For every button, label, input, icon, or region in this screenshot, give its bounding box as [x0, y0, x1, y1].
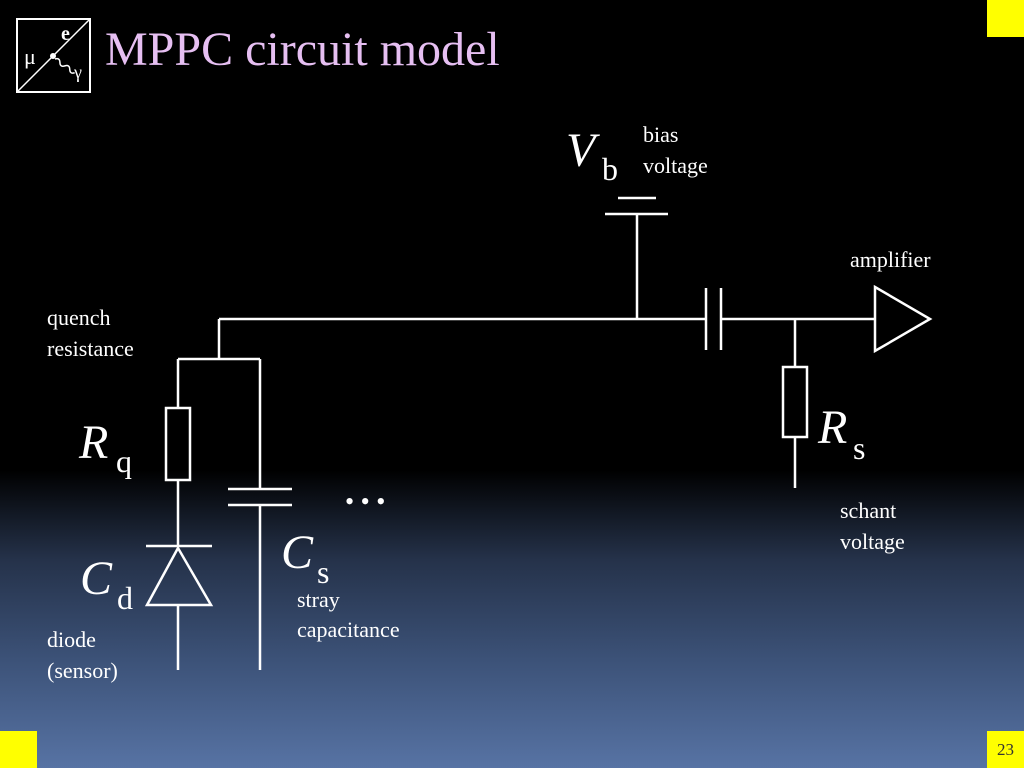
corner-marker-top-right	[987, 0, 1024, 37]
rs-subscript: s	[853, 430, 865, 466]
bias-label-2: voltage	[643, 153, 708, 178]
bias-label-1: bias	[643, 122, 678, 147]
ellipsis: • • •	[345, 487, 385, 516]
logo-mu: μ	[24, 44, 36, 69]
stray-label-1: stray	[297, 587, 340, 612]
cd-symbol: C	[80, 552, 113, 605]
amplifier-label: amplifier	[850, 247, 931, 272]
schant-label-2: voltage	[840, 529, 905, 554]
logo: μ e γ	[16, 18, 91, 93]
cs-symbol: C	[281, 526, 314, 579]
amplifier-symbol	[873, 284, 933, 354]
cd-subscript: d	[117, 580, 133, 616]
slide-number-box	[987, 731, 1024, 768]
diode-label-1: diode	[47, 627, 96, 652]
slide-number: 23	[997, 740, 1014, 759]
rq-symbol: R	[78, 416, 108, 469]
shunt-resistor	[781, 365, 809, 439]
corner-marker-bottom-left	[0, 731, 37, 768]
quench-label-2: resistance	[47, 336, 134, 361]
rs-symbol: R	[817, 401, 847, 454]
schant-label-1: schant	[840, 498, 896, 523]
slide-title: MPPC circuit model	[105, 23, 500, 76]
stray-label-2: capacitance	[297, 617, 400, 642]
vb-symbol: V	[566, 124, 600, 177]
quench-label-1: quench	[47, 305, 111, 330]
logo-e: e	[61, 23, 70, 45]
diode-label-2: (sensor)	[47, 658, 118, 683]
rq-subscript: q	[116, 443, 132, 479]
diode-triangle	[144, 545, 214, 607]
logo-gamma: γ	[73, 62, 82, 82]
cs-subscript: s	[317, 554, 329, 590]
quench-resistor	[164, 406, 192, 482]
vb-subscript: b	[602, 151, 618, 187]
